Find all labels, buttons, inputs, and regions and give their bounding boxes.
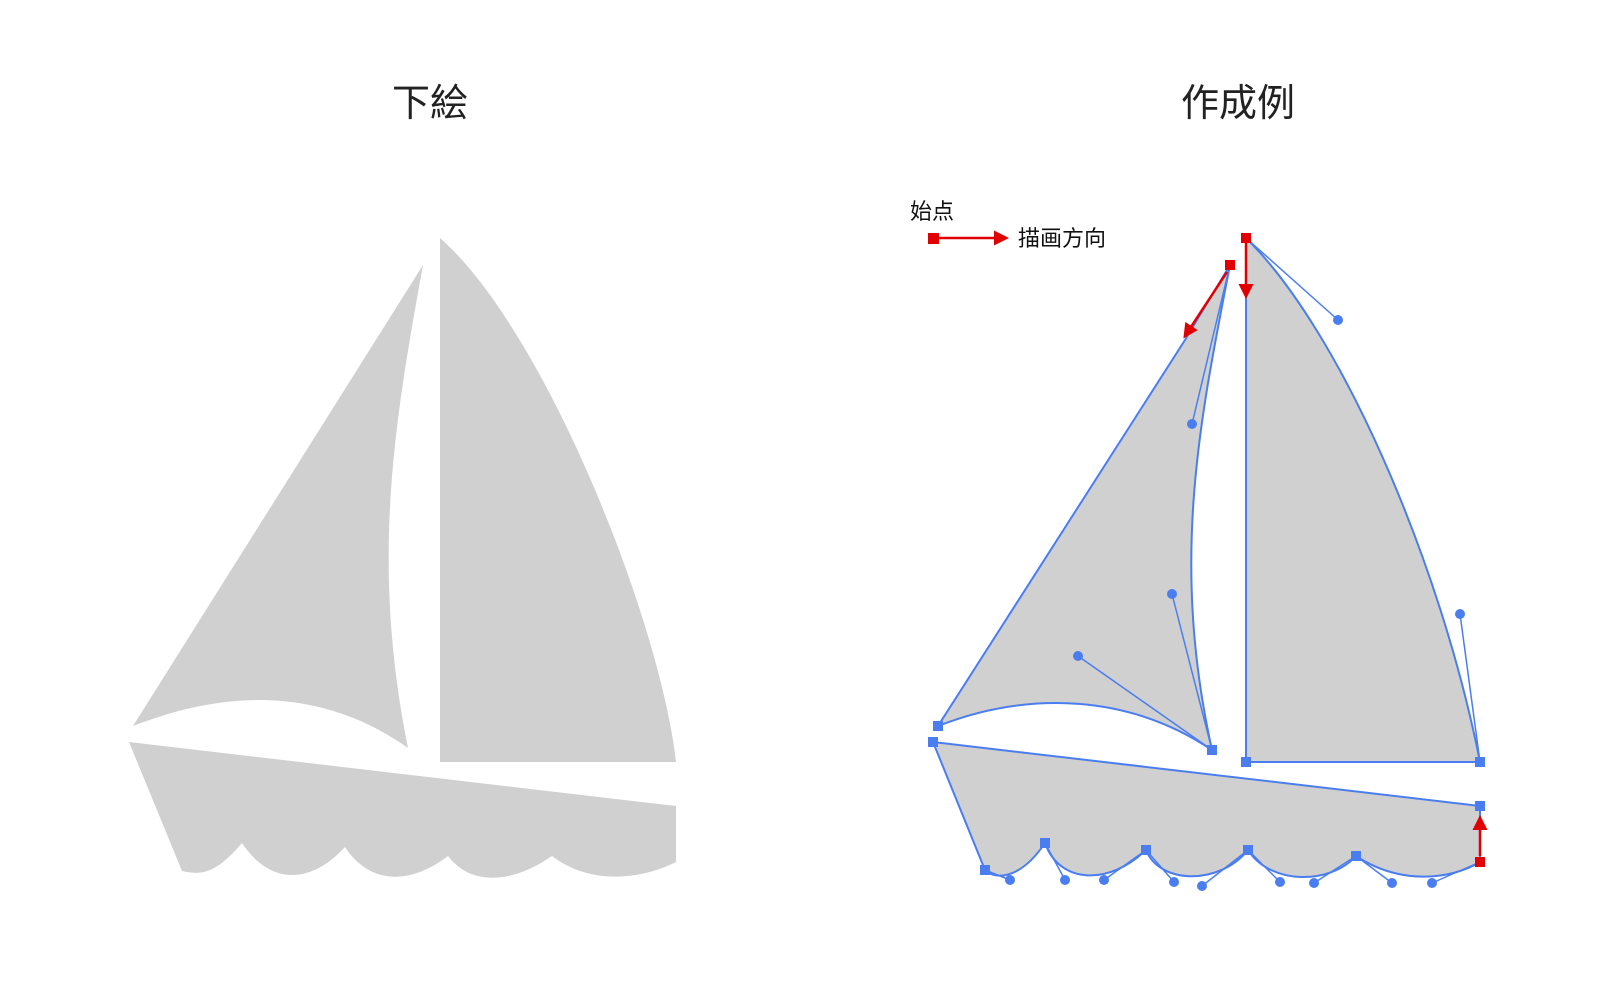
- start-point-hull: [1475, 857, 1485, 867]
- start-point-front-sail: [1225, 260, 1235, 270]
- start-points: [1183, 233, 1488, 867]
- left-panel-title: 下絵: [391, 81, 468, 125]
- reference-sailboat: [129, 238, 676, 878]
- legend-direction-label: 描画方向: [1018, 227, 1106, 252]
- example-main-sail: [1245, 235, 1482, 763]
- example-front-sail: [935, 264, 1231, 753]
- legend-start-point-label: 始点: [910, 200, 954, 225]
- anchor-points: [928, 721, 1485, 875]
- reference-main-sail: [440, 238, 676, 762]
- legend: 始点 描画方向: [910, 200, 1106, 252]
- legend-start-point-marker: [928, 233, 939, 244]
- reference-hull: [129, 742, 676, 878]
- reference-front-sail: [133, 265, 423, 748]
- handle-points: [1005, 315, 1465, 891]
- start-point-main-sail: [1241, 233, 1251, 243]
- example-sailboat: [928, 233, 1488, 891]
- right-panel-title: 作成例: [1180, 81, 1295, 125]
- direction-arrow-front-sail: [1183, 271, 1229, 339]
